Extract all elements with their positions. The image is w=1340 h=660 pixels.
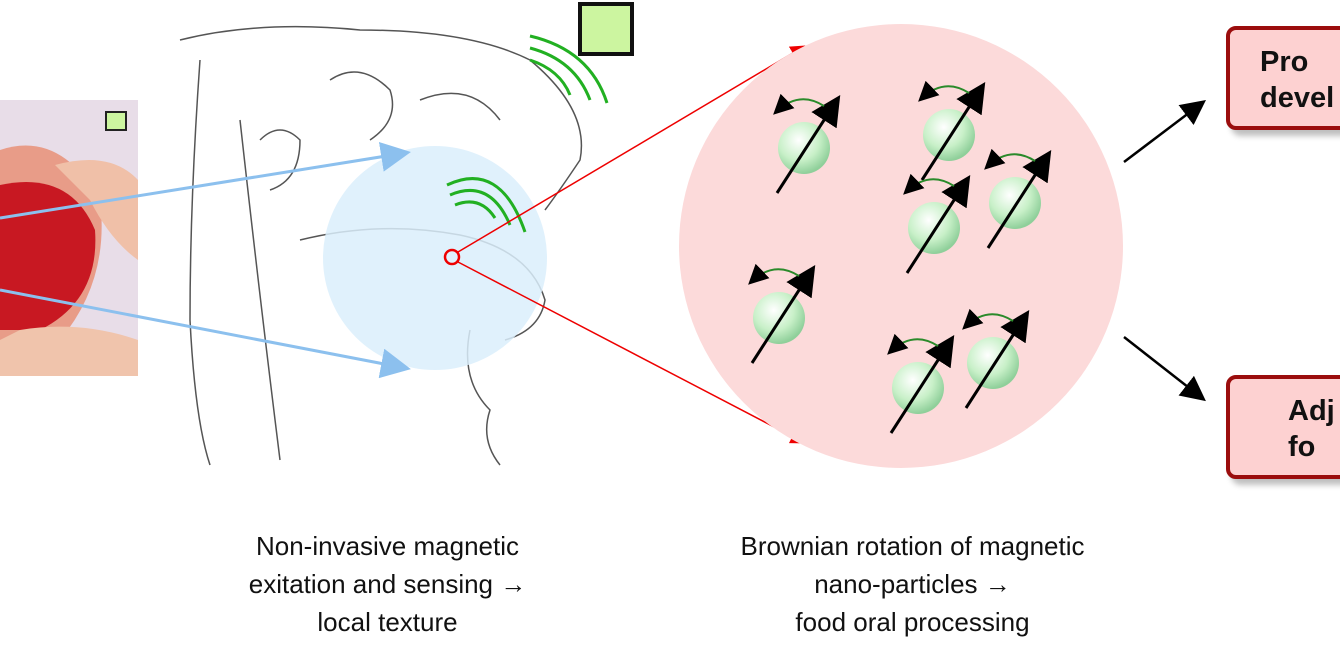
arrow-blue-top xyxy=(0,141,411,220)
sensor-icon xyxy=(578,2,634,56)
caption-left: Non-invasive magnetic exitation and sens… xyxy=(248,531,527,637)
outcome-box-top: Pro devel xyxy=(1226,26,1340,130)
nanoparticle xyxy=(903,173,971,274)
caption-middle: Brownian rotation of magnetic nano-parti… xyxy=(740,531,1085,637)
nanoparticle xyxy=(887,333,955,434)
arrow-blue-bottom xyxy=(0,288,411,379)
nanoparticle xyxy=(984,148,1052,249)
wave-icon xyxy=(446,34,609,233)
nanoparticles xyxy=(748,80,1052,434)
nanoparticle xyxy=(962,308,1030,409)
nanoparticle xyxy=(748,263,816,364)
sensor-icon-small xyxy=(105,111,127,131)
outcome-box-bottom: Adj fo xyxy=(1226,375,1340,479)
arrow-black-top xyxy=(1123,99,1206,163)
nanoparticle xyxy=(773,93,841,194)
arrow-black-bottom xyxy=(1123,336,1206,402)
strawberry-photo xyxy=(0,100,138,376)
arrow-red-bottom xyxy=(457,261,806,444)
sensing-region xyxy=(323,146,547,370)
zoom-point xyxy=(443,248,461,266)
nanoparticle xyxy=(918,80,986,181)
arrow-red-top xyxy=(457,45,806,253)
